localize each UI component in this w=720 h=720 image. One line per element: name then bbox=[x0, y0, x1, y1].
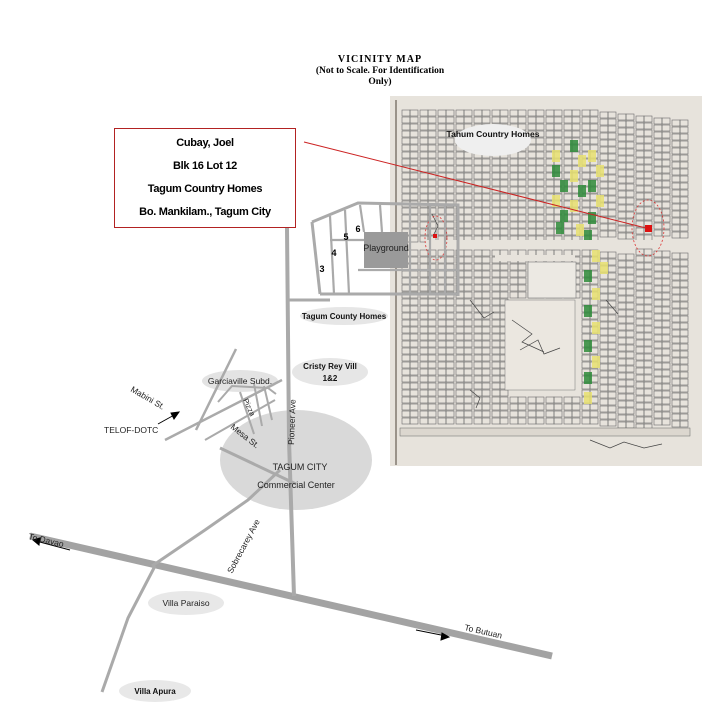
highlighted-lot bbox=[552, 195, 560, 207]
owner-name: Cubay, Joel bbox=[176, 137, 234, 149]
mabini-street-road bbox=[164, 378, 283, 442]
garciaville-label: Garciaville Subd. bbox=[208, 376, 272, 386]
highlighted-lot bbox=[576, 224, 584, 236]
plan-highlighted-lots bbox=[552, 140, 608, 404]
to-davao-arrowhead bbox=[31, 537, 41, 546]
subdivision-plan bbox=[390, 96, 702, 466]
highlighted-lot bbox=[578, 155, 586, 167]
highlighted-lot bbox=[584, 305, 592, 317]
sobrecarey-label: Sobrecarey Ave bbox=[225, 517, 262, 575]
subdivision-name: Tagum Country Homes bbox=[147, 183, 263, 195]
highlighted-lot bbox=[584, 372, 592, 384]
block-6-label: 6 bbox=[355, 224, 360, 234]
plan-label: Tahum Country Homes bbox=[447, 129, 540, 139]
commercial-center-area bbox=[220, 410, 372, 510]
highlighted-lot bbox=[570, 140, 578, 152]
highlighted-lot bbox=[584, 230, 592, 242]
mabini-label: Mabini St. bbox=[129, 384, 167, 412]
highlighted-lot bbox=[570, 170, 578, 182]
pioneer-label: Pioneer Ave bbox=[286, 399, 298, 445]
highlighted-lot bbox=[552, 165, 560, 177]
telof-label: TELOF-DOTC bbox=[104, 425, 158, 435]
title-heading: VICINITY MAP bbox=[337, 54, 423, 65]
target-lot-marker bbox=[645, 225, 652, 232]
pizza-street-road bbox=[239, 391, 255, 435]
cristy-rey-label: Cristy Rey Vill bbox=[303, 362, 357, 371]
highlighted-lot bbox=[578, 185, 586, 197]
highway-road bbox=[29, 532, 553, 660]
highlighted-lot bbox=[584, 340, 592, 352]
highlighted-lot bbox=[592, 288, 600, 300]
garciaville-cross bbox=[204, 399, 276, 441]
label-bg-cristy bbox=[292, 358, 368, 386]
playground-block bbox=[364, 232, 408, 268]
to-davao-arrow bbox=[35, 540, 71, 551]
mabini-arrowhead bbox=[170, 411, 181, 420]
highlighted-lot bbox=[588, 150, 596, 162]
garciaville-street-b bbox=[253, 383, 263, 427]
label-bg-tch bbox=[300, 307, 388, 325]
reference-circle bbox=[424, 215, 448, 261]
villa-apura-label: Villa Apura bbox=[134, 687, 176, 696]
block-lot: Blk 16 Lot 12 bbox=[173, 160, 237, 172]
homes-layout bbox=[310, 201, 460, 296]
highlighted-lot bbox=[592, 250, 600, 262]
mesa-street-road bbox=[219, 446, 297, 486]
to-davao-label: To Davao bbox=[28, 531, 66, 549]
commercial-center-label: Commercial Center bbox=[257, 480, 335, 490]
reference-marker bbox=[433, 234, 437, 238]
highlighted-lot bbox=[552, 150, 560, 162]
pointer-line bbox=[303, 141, 647, 229]
block-5-label: 5 bbox=[343, 232, 348, 242]
highlighted-lot bbox=[592, 322, 600, 334]
highlighted-lot bbox=[600, 262, 608, 274]
map-title: VICINITY MAP (Not to Scale. For Identifi… bbox=[0, 54, 720, 88]
property-info-box: Cubay, Joel Blk 16 Lot 12 Tagum Country … bbox=[114, 128, 296, 228]
highlighted-lot bbox=[588, 212, 596, 224]
highlighted-lot bbox=[596, 195, 604, 207]
highlighted-lot bbox=[592, 356, 600, 368]
pizza-label: Pizza bbox=[241, 397, 257, 418]
villa-road bbox=[100, 565, 157, 693]
to-butuan-arrow bbox=[415, 629, 447, 637]
highlighted-lot bbox=[560, 180, 568, 192]
block-4-label: 4 bbox=[331, 248, 336, 258]
highlighted-lot bbox=[596, 165, 604, 177]
sobrecarey-ave-road bbox=[151, 468, 282, 568]
highlighted-lot bbox=[584, 392, 592, 404]
plan-lot-grid bbox=[401, 109, 689, 431]
roads bbox=[29, 227, 553, 693]
label-bg-villa-paraiso bbox=[148, 591, 224, 615]
tagum-country-homes-label: Tagum County Homes bbox=[302, 312, 387, 321]
highlighted-lot bbox=[588, 180, 596, 192]
garciaville-road-inner bbox=[217, 384, 277, 403]
target-lot-circle bbox=[631, 199, 665, 257]
highlighted-lot bbox=[560, 210, 568, 222]
highlighted-lot bbox=[584, 270, 592, 282]
title-note: (Not to Scale. For Identification Only) bbox=[315, 66, 445, 87]
garciaville-road-west bbox=[194, 348, 238, 431]
highlighted-lot bbox=[570, 200, 578, 212]
block-3-label: 3 bbox=[319, 264, 324, 274]
cristy-rey-number: 1&2 bbox=[323, 374, 338, 383]
direction-arrows bbox=[31, 411, 451, 641]
tagum-city-label: TAGUM CITY bbox=[273, 462, 328, 472]
property-address: Bo. Mankilam., Tagum City bbox=[139, 206, 271, 218]
playground-label: Playground bbox=[363, 243, 409, 253]
label-bg-villa-apura bbox=[119, 680, 191, 702]
villa-paraiso-label: Villa Paraiso bbox=[162, 598, 209, 608]
highlighted-lot bbox=[556, 222, 564, 234]
to-butuan-arrowhead bbox=[440, 632, 451, 641]
